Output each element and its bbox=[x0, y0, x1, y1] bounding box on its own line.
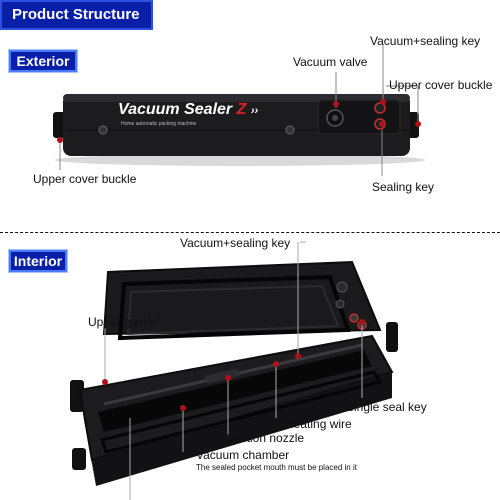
callout-upper-cover-buckle-left: Upper cover buckle bbox=[33, 172, 137, 186]
brand-name: Vacuum Sealer bbox=[118, 101, 233, 118]
brand-subtitle: Home automatic packing machine bbox=[121, 121, 197, 127]
device-brand: Vacuum Sealer Z ›› bbox=[118, 101, 258, 119]
callout-upper-cover-buckle-right: Upper cover buckle bbox=[389, 78, 493, 92]
callout-single-seal-key: Single seal key bbox=[346, 400, 427, 414]
exterior-section-label: Exterior bbox=[9, 50, 77, 72]
callout-sealing-key: Sealing key bbox=[372, 180, 435, 194]
brand-badge: Z bbox=[236, 101, 247, 118]
callout-vacuum-valve: Vacuum valve bbox=[293, 55, 368, 69]
callout-vacuum-chamber-note: The sealed pocket mouth must be placed i… bbox=[196, 463, 357, 472]
callout-vacuum-chamber: Vacuum chamber bbox=[196, 448, 290, 462]
callout-vacuum-sealing-key: Vacuum+sealing key bbox=[370, 34, 481, 48]
callout-suction-nozzle: Suction nozzle bbox=[226, 431, 305, 445]
callout-upper-gasket: Upper gasket bbox=[88, 315, 160, 329]
page-title: Product Structure bbox=[0, 0, 153, 30]
brand-chevrons: ›› bbox=[250, 105, 259, 117]
interior-section-label: Interior bbox=[9, 250, 67, 272]
callout-heating-wire: Heating wire bbox=[285, 417, 352, 431]
section-divider bbox=[0, 232, 500, 233]
callout-interior-vacuum-sealing-key: Vacuum+sealing key bbox=[180, 236, 291, 250]
